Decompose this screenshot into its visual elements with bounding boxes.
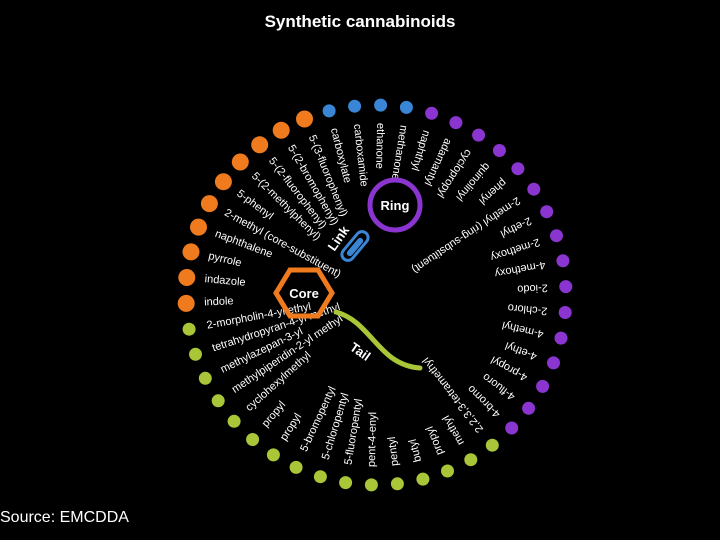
core-dot bbox=[272, 121, 290, 139]
core-dot bbox=[214, 173, 232, 191]
tail-dot bbox=[198, 371, 212, 385]
ring-dot bbox=[536, 379, 550, 393]
ring-label: naphthyl bbox=[409, 129, 433, 172]
link-dot bbox=[322, 104, 336, 118]
ring-label: 4-ethyl bbox=[504, 339, 539, 362]
tail-dot bbox=[390, 477, 404, 491]
ring-dot bbox=[472, 128, 486, 142]
ring-dot bbox=[547, 356, 560, 370]
link-label: carboxamide bbox=[351, 123, 370, 187]
core-dot bbox=[182, 243, 200, 261]
tail-label: butyl bbox=[407, 438, 424, 463]
tail-dot bbox=[289, 460, 303, 474]
tail-label: propyl bbox=[260, 399, 289, 430]
tail-node: Tail bbox=[333, 309, 423, 371]
ring-label: Ring bbox=[381, 198, 410, 213]
ring-dot bbox=[550, 229, 563, 243]
core-dot bbox=[231, 153, 249, 171]
diagram-title: Synthetic cannabinoids bbox=[264, 12, 456, 31]
tail-dot bbox=[182, 322, 196, 336]
ring-label: 2-ethyl bbox=[498, 214, 533, 239]
link-dot bbox=[374, 98, 388, 112]
ring-dot bbox=[559, 280, 573, 294]
tail-dot bbox=[313, 470, 327, 484]
ring-dot bbox=[527, 182, 541, 196]
tail-dot bbox=[189, 347, 202, 361]
ring-dot bbox=[505, 421, 519, 435]
ring-label: 2-methoxy bbox=[488, 236, 541, 264]
tail-label: pentyl bbox=[386, 436, 401, 467]
tail-dot bbox=[246, 433, 260, 446]
ring-label: 4-methyl bbox=[501, 319, 545, 340]
link-label: Link bbox=[325, 222, 353, 253]
core-node: Core bbox=[273, 267, 335, 319]
tail-dot bbox=[211, 394, 225, 408]
tail-label: propyl bbox=[278, 411, 304, 443]
link-node: Link bbox=[325, 222, 370, 262]
core-dot bbox=[200, 195, 218, 213]
tail-dot bbox=[364, 478, 378, 492]
tail-curve bbox=[333, 309, 423, 371]
tail-label: pent-4-enyl bbox=[366, 412, 379, 467]
ring-dot bbox=[522, 401, 536, 415]
core-label: pyrrole bbox=[207, 250, 242, 269]
core-hexagon bbox=[273, 267, 335, 319]
tail-label: propyl bbox=[424, 424, 446, 456]
tail-label: Tail bbox=[347, 339, 373, 364]
core-dot bbox=[177, 294, 195, 312]
tail-dot bbox=[441, 464, 454, 478]
ring-dot bbox=[425, 106, 439, 120]
link-label: methanone bbox=[389, 124, 410, 180]
ring-circle bbox=[367, 177, 423, 233]
ring-dot bbox=[511, 162, 525, 176]
core-dot bbox=[178, 269, 196, 286]
link-dot bbox=[348, 99, 362, 113]
tail-dot bbox=[227, 414, 241, 428]
ring-dot bbox=[554, 331, 568, 345]
source-credit: Source: EMCDDA bbox=[0, 509, 129, 526]
tail-dot bbox=[416, 472, 430, 486]
ring-node: Ring bbox=[367, 177, 423, 233]
core-dot bbox=[296, 110, 313, 128]
link-label: ethanone bbox=[373, 123, 386, 169]
ring-dot bbox=[556, 254, 570, 268]
tail-dot bbox=[464, 453, 478, 467]
core-label: indazole bbox=[204, 273, 246, 289]
ring-dot bbox=[540, 205, 554, 219]
core-dot bbox=[190, 218, 207, 236]
ring-dot bbox=[449, 116, 463, 130]
tail-dot bbox=[485, 438, 499, 452]
ring-dot bbox=[558, 306, 572, 319]
core-dot bbox=[251, 136, 269, 154]
core-label: Core bbox=[289, 286, 319, 301]
ring-dot bbox=[492, 144, 506, 157]
tail-dot bbox=[339, 476, 353, 490]
substituent-dots bbox=[177, 98, 573, 492]
tail-dot bbox=[266, 448, 280, 462]
link-icon bbox=[340, 230, 370, 262]
core-label: indole bbox=[204, 295, 234, 308]
ring-label: 4-methoxy bbox=[493, 258, 546, 279]
ring-label: 2-iodo bbox=[517, 281, 548, 294]
ring-label: 2-chloro bbox=[507, 301, 548, 317]
link-dot bbox=[399, 100, 413, 114]
